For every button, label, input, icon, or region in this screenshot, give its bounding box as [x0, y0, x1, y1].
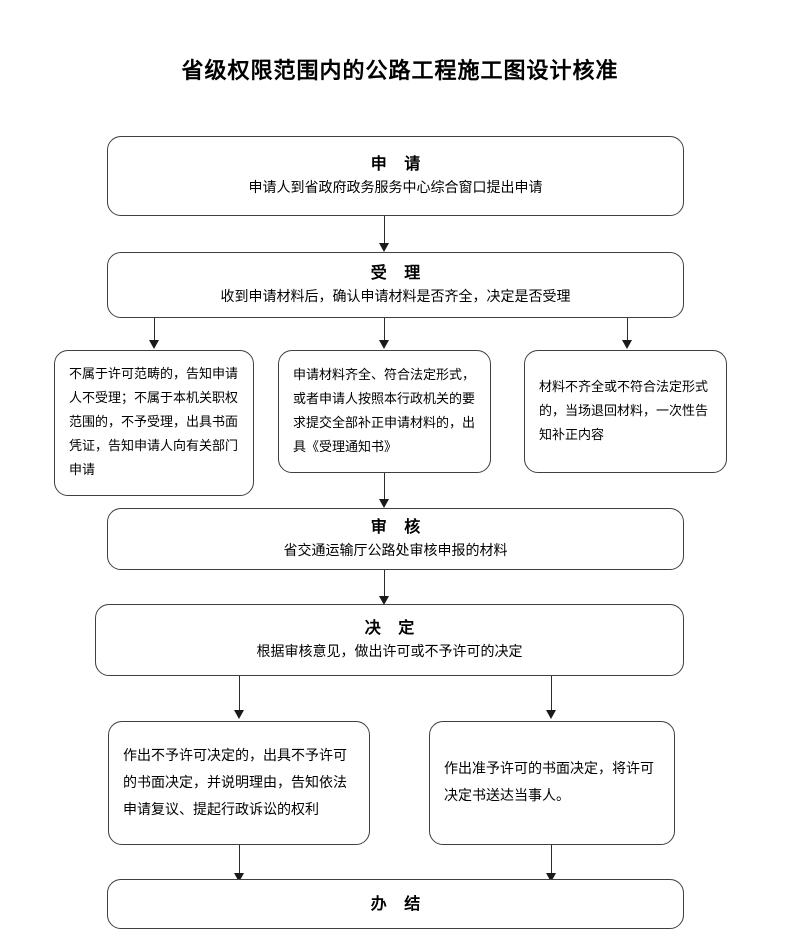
node-decide-body: 根据审核意见，做出许可或不予许可的决定 — [256, 644, 523, 660]
connector-decide-reject — [239, 676, 241, 714]
connector-approve-finish — [551, 845, 553, 877]
connector-review-decide — [384, 570, 386, 602]
node-decide-heading: 决 定 — [364, 618, 421, 637]
arrow-decide-reject — [234, 710, 244, 719]
connector-accept-right — [627, 318, 629, 345]
node-branch-left-body: 不属于许可范畴的，告知申请人不受理；不属于本机关职权范围的，不予受理，出具书面凭… — [69, 367, 239, 478]
node-apply-body: 申请人到省政府政务服务中心综合窗口提出申请 — [248, 180, 543, 196]
connector-accept-left — [154, 318, 156, 345]
node-result-reject-body: 作出不予许可决定的，出具不予许可的书面决定，并说明理由，告知依法申请复议、提起行… — [123, 747, 347, 818]
node-decide[interactable]: 决 定 根据审核意见，做出许可或不予许可的决定 — [95, 604, 684, 676]
node-apply[interactable]: 申 请 申请人到省政府政务服务中心综合窗口提出申请 — [107, 136, 684, 216]
node-accept[interactable]: 受 理 收到申请材料后，确认申请材料是否齐全，决定是否受理 — [107, 252, 684, 318]
node-review[interactable]: 审 核 省交通运输厅公路处审核申报的材料 — [107, 508, 684, 570]
arrow-review-decide — [379, 596, 389, 605]
node-finish[interactable]: 办 结 — [107, 879, 684, 929]
node-result-approve[interactable]: 作出准予许可的书面决定，将许可决定书送达当事人。 — [429, 721, 675, 845]
connector-reject-finish — [239, 845, 241, 877]
node-branch-middle[interactable]: 申请材料齐全、符合法定形式，或者申请人按照本行政机关的要求提交全部补正申请材料的… — [278, 350, 491, 473]
node-branch-right-body: 材料不齐全或不符合法定形式的，当场退回材料，一次性告知补正内容 — [539, 379, 709, 443]
arrow-approve-finish — [546, 873, 556, 882]
node-apply-heading: 申 请 — [370, 154, 427, 173]
connector-decide-approve — [551, 676, 553, 714]
connector-middle-review — [384, 473, 386, 505]
node-branch-middle-body: 申请材料齐全、符合法定形式，或者申请人按照本行政机关的要求提交全部补正申请材料的… — [293, 367, 476, 455]
node-review-heading: 审 核 — [370, 517, 427, 536]
node-result-reject[interactable]: 作出不予许可决定的，出具不予许可的书面决定，并说明理由，告知依法申请复议、提起行… — [108, 721, 370, 845]
node-branch-right[interactable]: 材料不齐全或不符合法定形式的，当场退回材料，一次性告知补正内容 — [524, 350, 727, 473]
arrow-middle-review — [379, 499, 389, 508]
page-title: 省级权限范围内的公路工程施工图设计核准 — [181, 59, 619, 84]
node-accept-body: 收到申请材料后，确认申请材料是否齐全，决定是否受理 — [220, 289, 571, 305]
node-accept-heading: 受 理 — [370, 263, 427, 282]
connector-accept-middle — [384, 318, 386, 345]
connector-apply-accept — [384, 216, 386, 248]
arrow-apply-accept — [379, 243, 389, 252]
arrow-reject-finish — [234, 873, 244, 882]
node-review-body: 省交通运输厅公路处审核申报的材料 — [283, 543, 508, 559]
node-result-approve-body: 作出准予许可的书面决定，将许可决定书送达当事人。 — [444, 761, 654, 804]
arrow-accept-left — [149, 340, 159, 349]
node-finish-heading: 办 结 — [370, 894, 427, 913]
node-branch-left[interactable]: 不属于许可范畴的，告知申请人不受理；不属于本机关职权范围的，不予受理，出具书面凭… — [54, 350, 254, 496]
arrow-decide-approve — [546, 710, 556, 719]
arrow-accept-right — [622, 340, 632, 349]
arrow-accept-middle — [379, 340, 389, 349]
